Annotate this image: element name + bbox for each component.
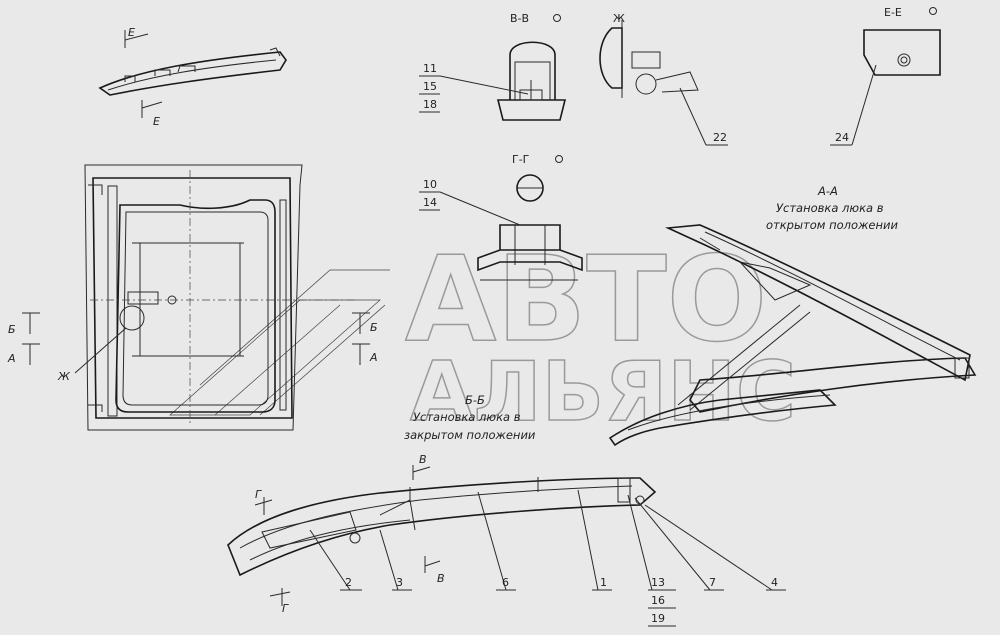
- cut-mark-v-bottom: В: [437, 572, 445, 585]
- cut-mark-g-top: Г: [255, 488, 262, 501]
- cut-mark-a-right: А: [369, 351, 378, 364]
- callout-18: 18: [423, 98, 437, 111]
- cut-mark-a-left: А: [7, 352, 16, 365]
- section-vv: В-В 11 15 18: [419, 12, 567, 121]
- watermark-stripes: [169, 269, 390, 416]
- callout-16: 16: [651, 594, 665, 607]
- section-bb-caption-2: закрытом положении: [404, 428, 536, 442]
- callout-15: 15: [423, 80, 437, 93]
- cut-mark-b-right: Б: [370, 321, 378, 334]
- callout-7: 7: [709, 576, 716, 589]
- cut-mark-e-top: Е: [128, 26, 135, 39]
- section-gg-title: Г-Г: [512, 153, 530, 166]
- view-top-left: Е Е: [98, 26, 287, 128]
- watermark: АВТО АЛЬЯНС: [169, 229, 797, 441]
- callout-24: 24: [835, 131, 849, 144]
- section-aa-title: А-А: [817, 184, 838, 198]
- cut-mark-v-top: В: [419, 453, 427, 466]
- section-bb-caption-1: Установка люка в: [413, 410, 521, 424]
- section-gg: Г-Г 10 14: [419, 153, 583, 281]
- section-ee: Е-Е 24: [830, 6, 941, 146]
- section-aa-caption-2: открытом положении: [766, 218, 898, 232]
- callout-10: 10: [423, 178, 437, 191]
- callout-11: 11: [423, 62, 437, 75]
- section-vv-title: В-В: [510, 12, 529, 25]
- cut-mark-b-left: Б: [8, 323, 16, 336]
- section-ee-title: Е-Е: [884, 6, 902, 19]
- section-bb-caption: Б-Б Установка люка в закрытом положении: [404, 393, 536, 442]
- watermark-line1: АВТО: [405, 230, 767, 368]
- cut-mark-zh-left: Ж: [57, 370, 71, 383]
- section-bb-title: Б-Б: [465, 393, 485, 407]
- callout-2: 2: [345, 576, 352, 589]
- callout-1: 1: [600, 576, 607, 589]
- cut-mark-g-bottom: Г: [282, 602, 289, 615]
- callout-13: 13: [651, 576, 665, 589]
- section-bb: В В Г Г 2 3 6 1 13 16 19 7 4: [227, 453, 786, 627]
- view-zh: Ж 22: [599, 12, 728, 146]
- cut-mark-e-bottom: Е: [153, 115, 160, 128]
- callout-4: 4: [771, 576, 778, 589]
- view-plan: Б А Ж Б А: [7, 164, 378, 431]
- callout-14: 14: [423, 196, 437, 209]
- section-aa: А-А Установка люка в открытом положении: [608, 184, 977, 447]
- view-zh-title: Ж: [613, 12, 625, 25]
- callout-6: 6: [502, 576, 509, 589]
- callout-3: 3: [396, 576, 403, 589]
- section-aa-caption-1: Установка люка в: [776, 201, 884, 215]
- callout-22: 22: [713, 131, 727, 144]
- callout-19: 19: [651, 612, 665, 625]
